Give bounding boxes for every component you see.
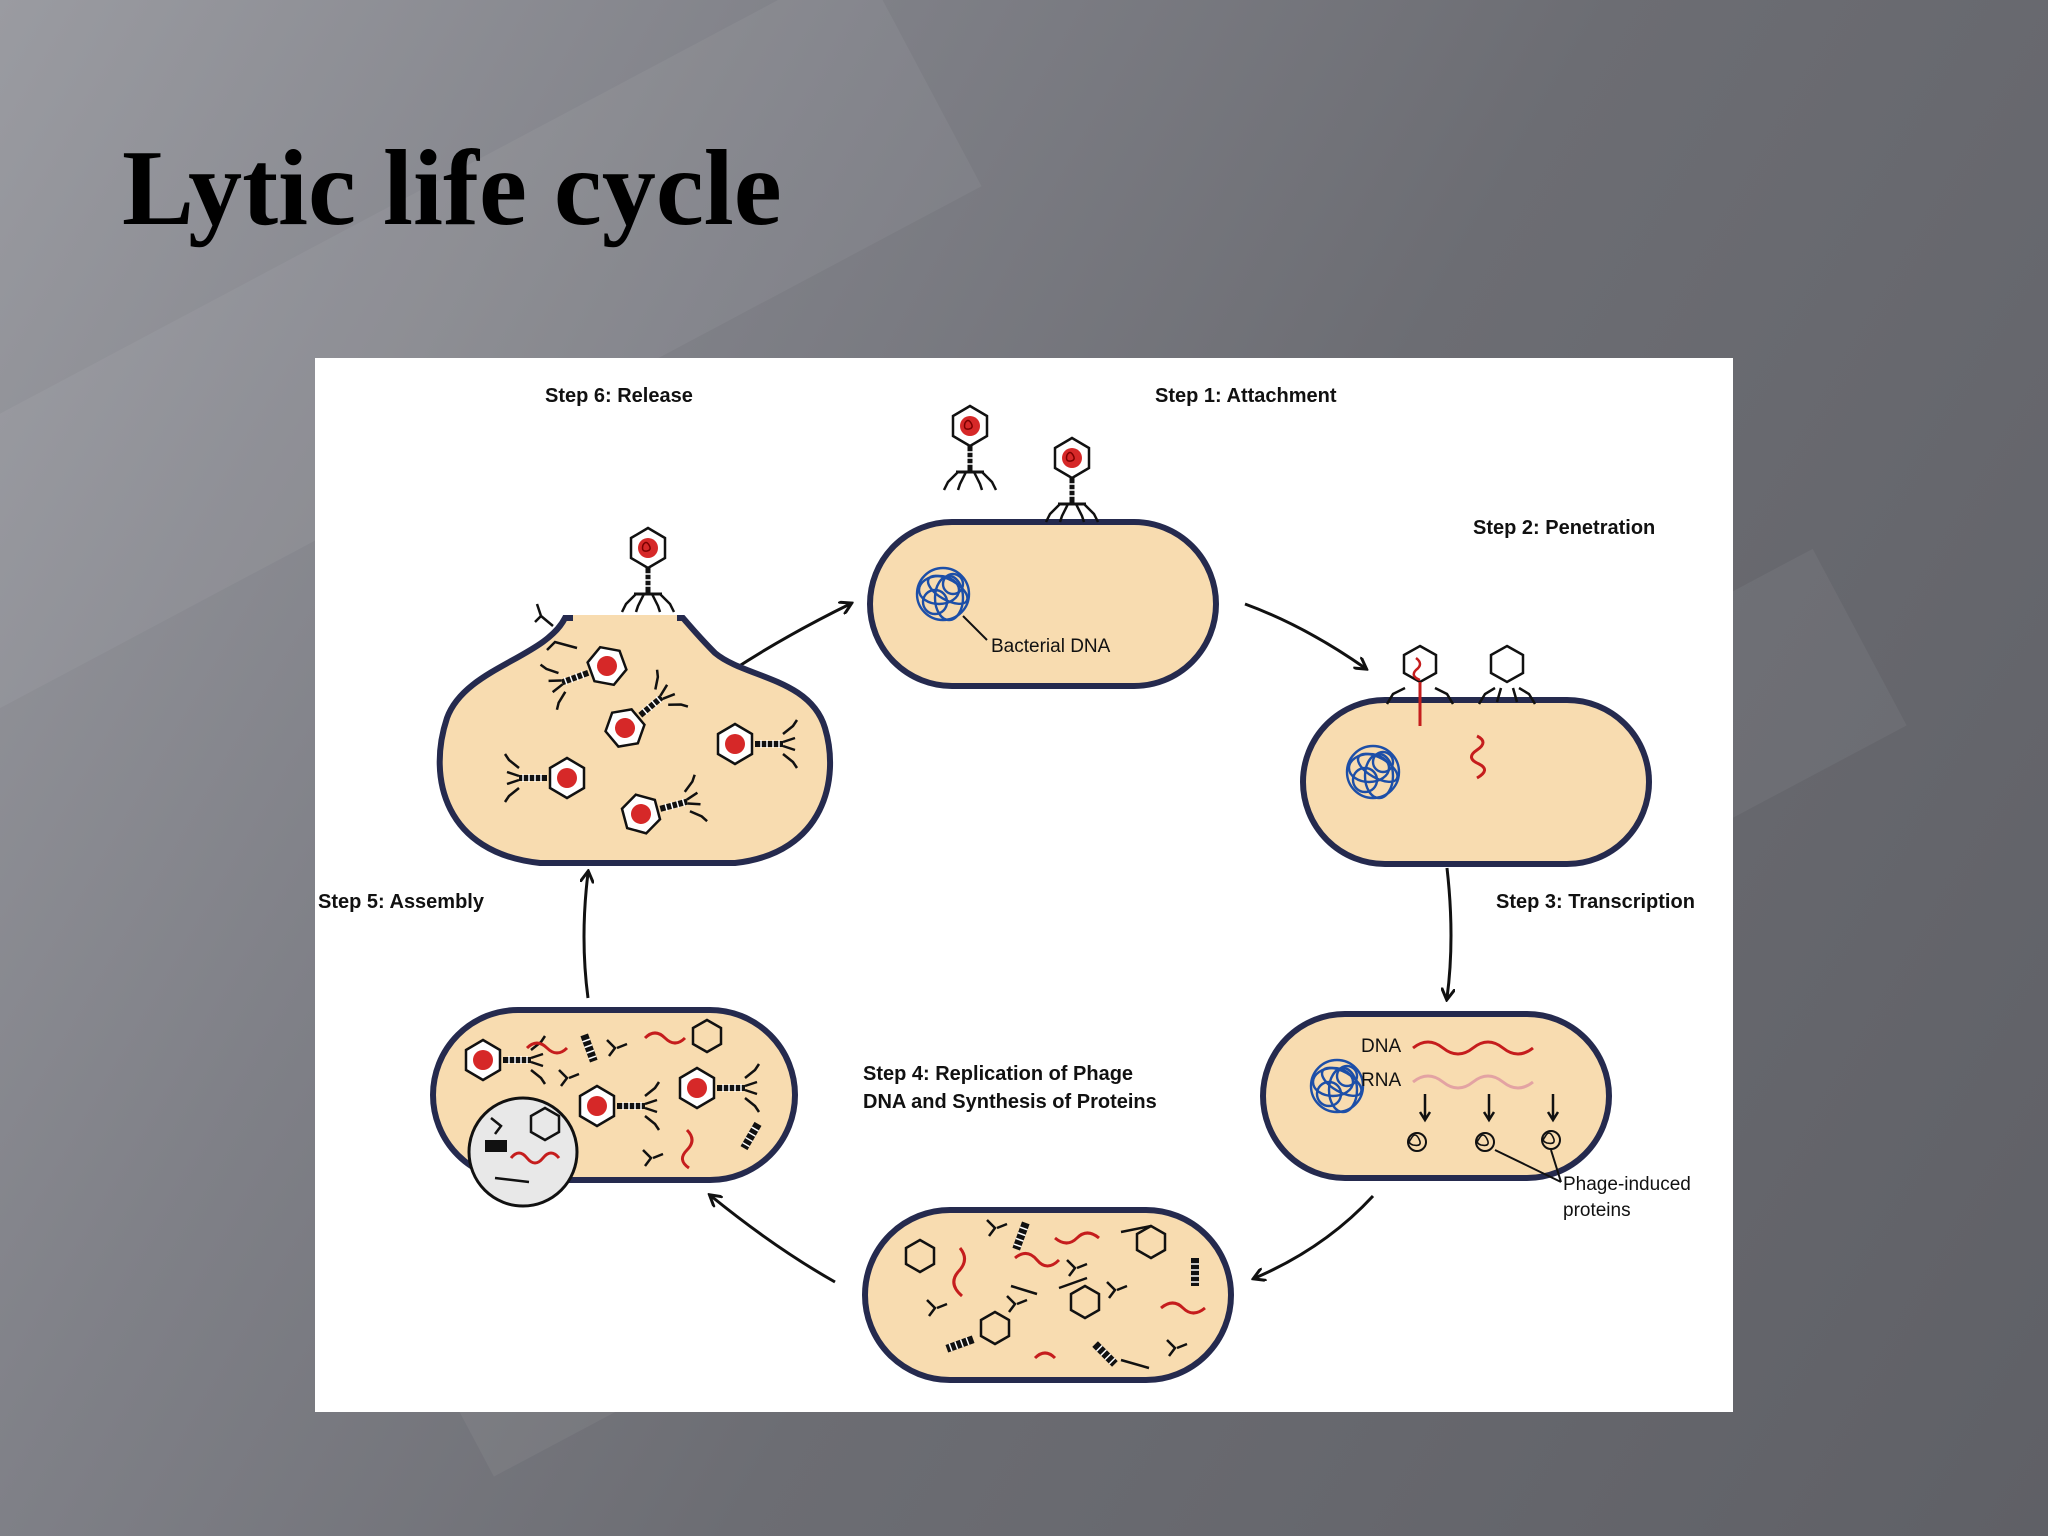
phage-dna-strand (952, 1247, 966, 1298)
step-4-label-line1: Step 4: Replication of Phage (863, 1063, 1133, 1085)
rna-wave (1412, 1074, 1534, 1090)
phage-dna-strand (643, 1031, 687, 1045)
phage-icon (944, 406, 996, 490)
bacterial-dna-label: Bacterial DNA (991, 636, 1111, 657)
phage-dna-strand (1160, 1301, 1206, 1315)
phage-fragments (1010, 1224, 1152, 1370)
translation-arrows (1418, 1094, 1560, 1123)
assembly-magnifier (467, 1096, 579, 1208)
arrow-penetration-to-transcription (1447, 867, 1451, 998)
step-1-label: Step 1: Attachment (1155, 385, 1337, 407)
arrow-synthesis-to-assembly (711, 1196, 836, 1284)
step-2-label: Step 2: Penetration (1473, 517, 1655, 539)
phage-proteins-label-line2: proteins (1563, 1200, 1631, 1221)
step-4-label-line2: DNA and Synthesis of Proteins (863, 1091, 1157, 1113)
dna-label: DNA (1361, 1036, 1401, 1057)
arrow-attachment-to-penetration (1244, 602, 1365, 668)
phage-proteins-label-line1: Phage-induced (1563, 1174, 1691, 1195)
lysed-cell (436, 528, 834, 866)
released-phage-icon (622, 528, 674, 612)
phage-dna-strand (1014, 1252, 1061, 1268)
phage-dna-strand (1054, 1231, 1100, 1245)
phage-icon (1046, 438, 1098, 522)
escaping-fibers (534, 603, 578, 651)
protein-pointer (1494, 1149, 1562, 1183)
arrow-assembly-to-release (584, 873, 588, 999)
phage-dna-strand (1033, 1351, 1057, 1360)
phage-dna-strand (525, 1041, 569, 1055)
attachment-cell: Bacterial DNA (867, 406, 1219, 689)
phage-dna-wave (1412, 1040, 1534, 1056)
arrow-release-to-attachment (732, 604, 850, 672)
diagram-canvas: Step 6: Release Step 1: Attachment Step … (318, 385, 1695, 1383)
phage-dna-strand (681, 1128, 694, 1170)
assembly-cell (430, 1007, 798, 1208)
synthesis-cell (862, 1207, 1234, 1383)
bacterial-dna-pointer (962, 615, 988, 641)
rna-label: RNA (1361, 1070, 1401, 1091)
transcription-cell: DNA RNA Phage-induced proteins (1260, 1011, 1691, 1221)
phage-dna-strand (1470, 734, 1486, 780)
phage-injecting-icon (1385, 644, 1455, 726)
lytic-cycle-diagram: Step 6: Release Step 1: Attachment Step … (315, 358, 1733, 1412)
phage-empty-icon (1477, 644, 1537, 705)
arrow-transcription-to-synthesis (1255, 1194, 1375, 1278)
slide-title: Lytic life cycle (122, 129, 782, 248)
step-6-label: Step 6: Release (545, 385, 693, 407)
penetration-cell (1300, 644, 1652, 867)
step-3-label: Step 3: Transcription (1496, 891, 1695, 913)
step-5-label: Step 5: Assembly (318, 891, 485, 913)
